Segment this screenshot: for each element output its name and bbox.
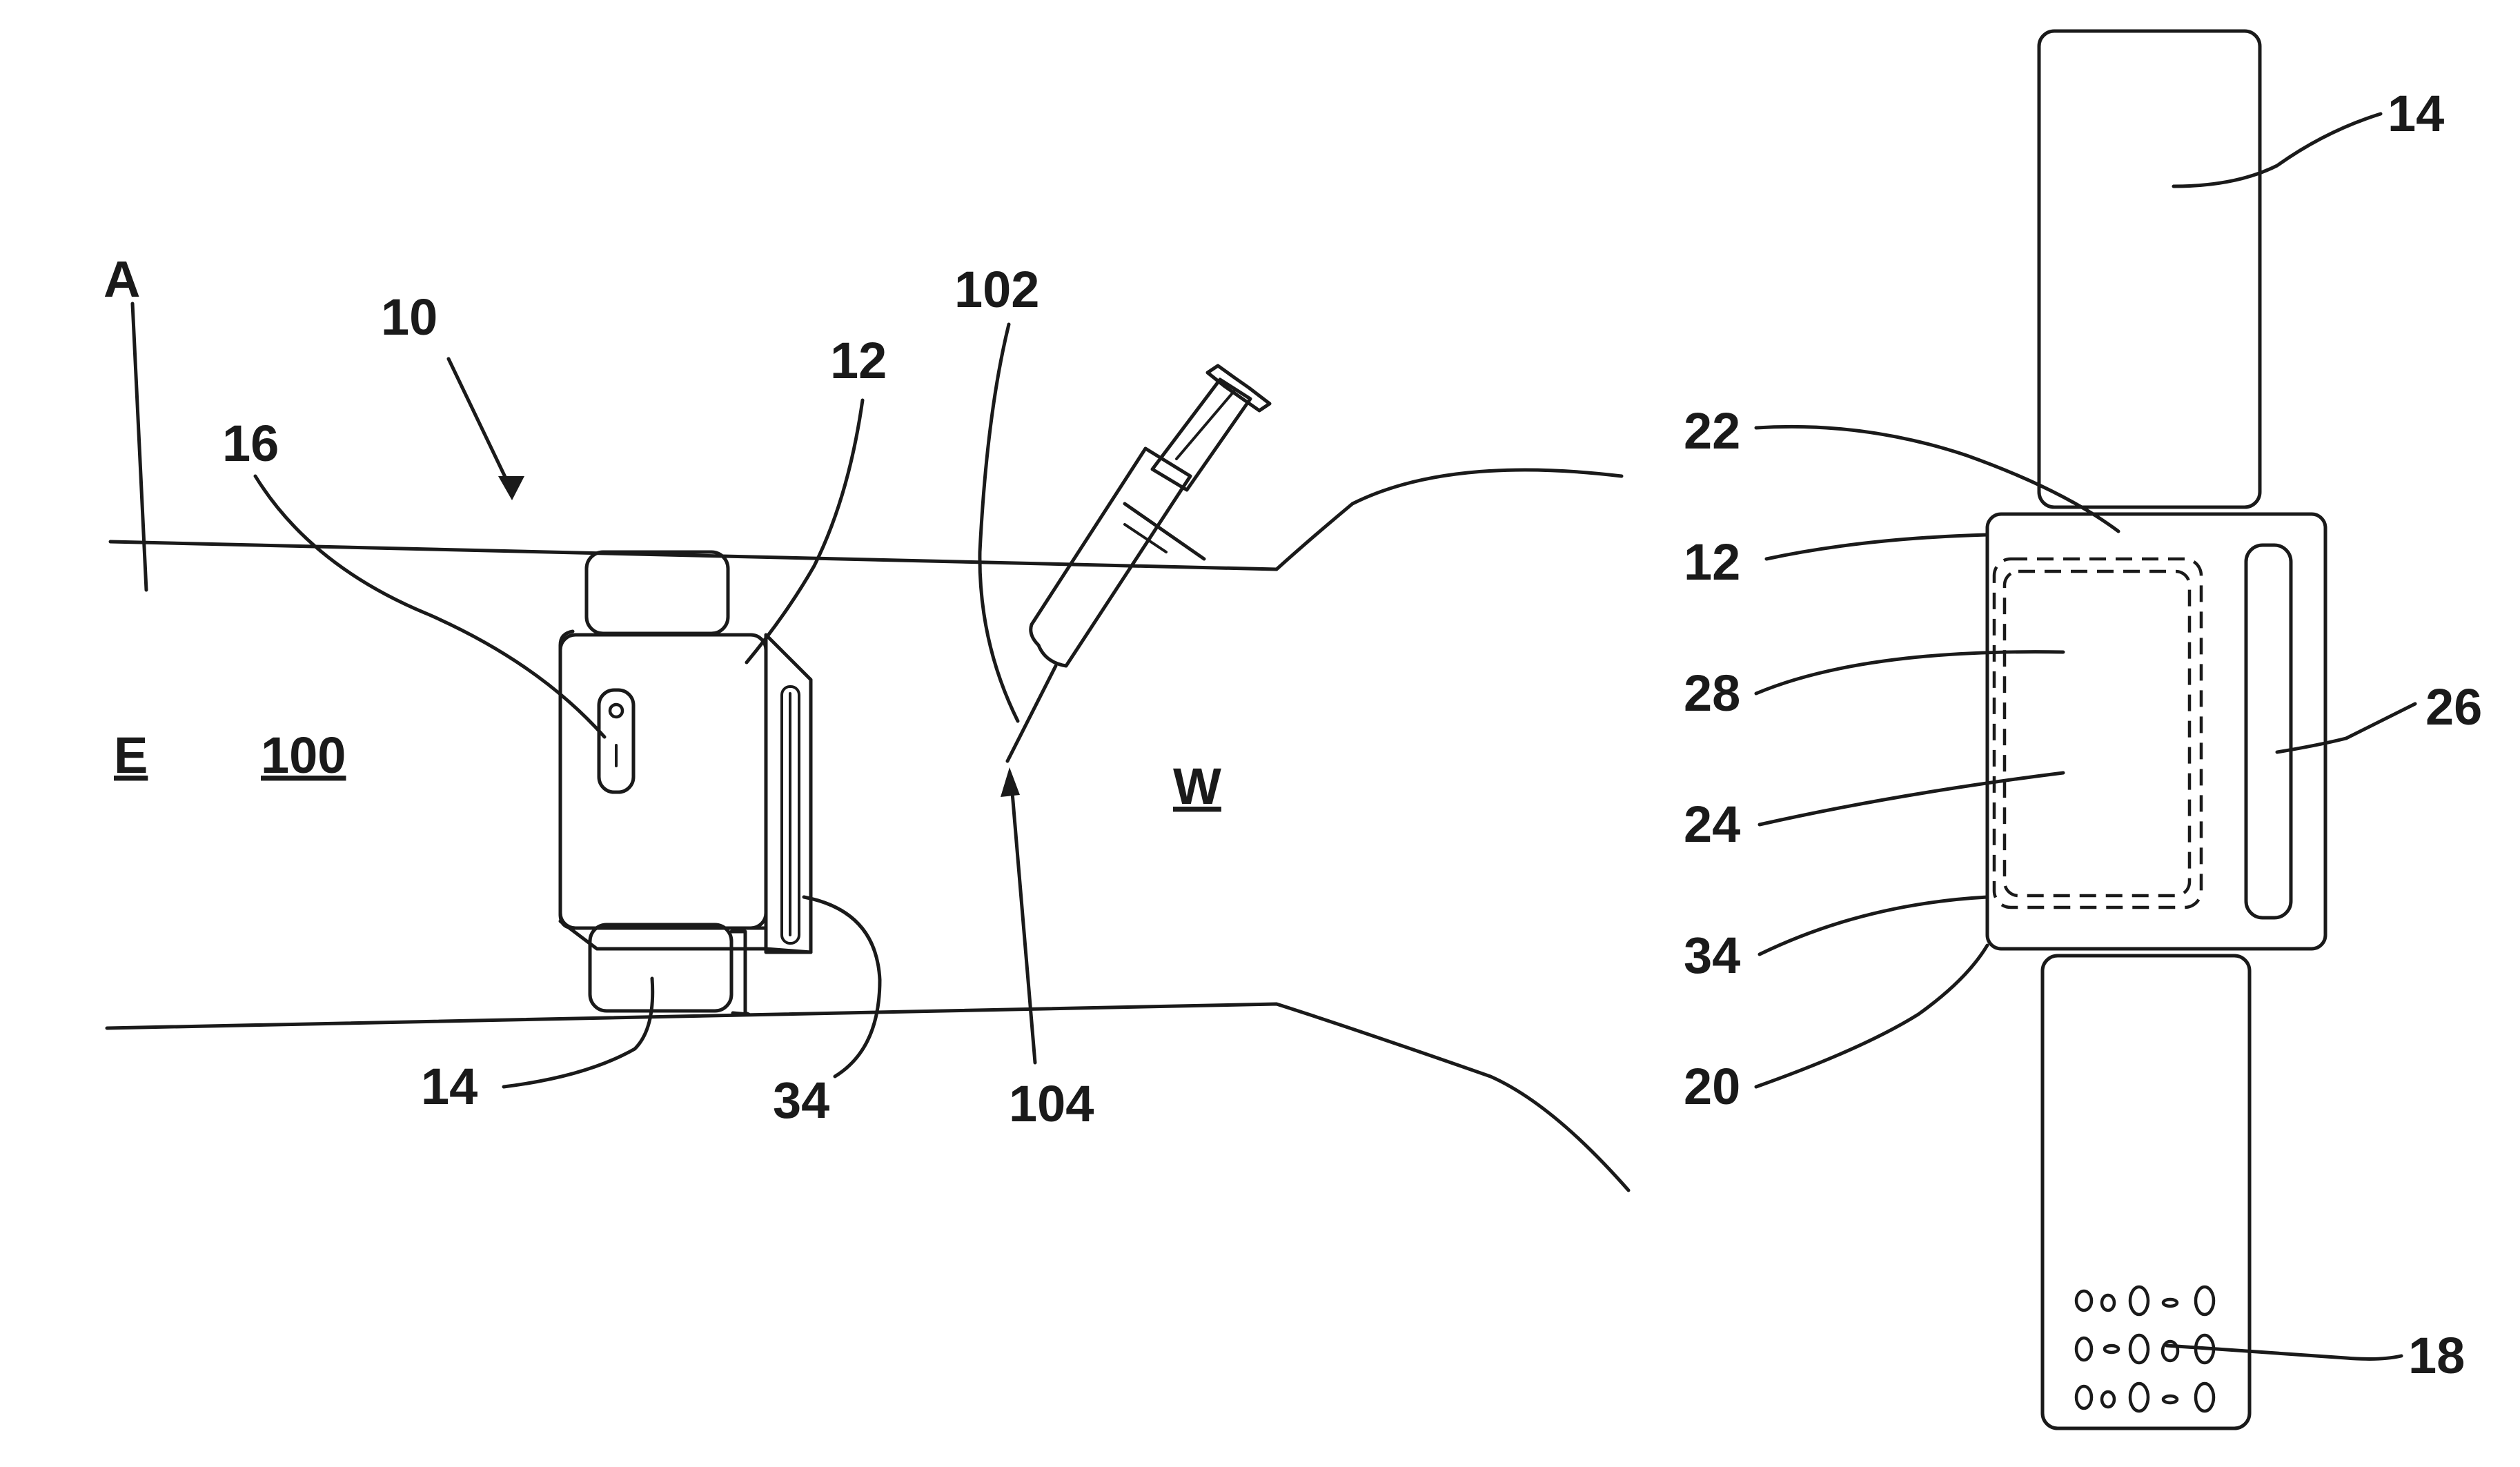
- axis-a-line: [132, 304, 146, 590]
- arm-outline-bottom: [107, 1004, 1628, 1190]
- label-16: 16: [222, 415, 279, 472]
- hole: [2076, 1386, 2091, 1408]
- label-102: 102: [954, 261, 1039, 318]
- hole: [2105, 1346, 2118, 1352]
- label-a: A: [104, 250, 140, 308]
- arrow-104-head: [1001, 767, 1020, 797]
- hole: [2076, 1338, 2091, 1360]
- left-figure: A 10 16 12 102 E 100 W 14 34 104: [104, 250, 1628, 1190]
- housing-top-edge: [560, 631, 766, 928]
- hole: [2076, 1291, 2091, 1310]
- hole: [2196, 1384, 2214, 1411]
- hole: [2163, 1396, 2177, 1403]
- leader-18: [2167, 1346, 2401, 1359]
- upper-strap: [587, 552, 728, 633]
- leader-24: [1760, 773, 2063, 825]
- leader-14: [504, 978, 653, 1087]
- lower-strap: [590, 925, 731, 1011]
- label-34-left: 34: [773, 1072, 829, 1129]
- label-e: E: [114, 727, 148, 784]
- label-22: 22: [1684, 402, 1740, 460]
- label-34-right: 34: [1684, 927, 1740, 984]
- label-12-right: 12: [1684, 533, 1740, 591]
- hole: [2130, 1287, 2148, 1315]
- indicator-dot: [610, 705, 622, 717]
- arrow-104-shaft: [1011, 776, 1035, 1063]
- housing-front: [560, 635, 766, 928]
- hole: [2130, 1335, 2148, 1363]
- label-12: 12: [830, 332, 887, 389]
- label-10: 10: [381, 288, 437, 346]
- hole: [2102, 1392, 2114, 1407]
- label-18: 18: [2408, 1327, 2465, 1384]
- label-14-left: 14: [421, 1058, 478, 1115]
- leader-14-right: [2174, 114, 2381, 186]
- hole: [2102, 1295, 2114, 1310]
- inner-panel-28: [1994, 559, 2201, 907]
- leader-34-right: [1760, 897, 1987, 954]
- right-figure: 14 22 12 28 26 24 34 20 18: [1684, 31, 2482, 1428]
- label-100: 100: [261, 727, 346, 784]
- hole: [2130, 1384, 2148, 1411]
- hole: [2196, 1287, 2214, 1315]
- label-26: 26: [2425, 678, 2482, 736]
- display-24: [2005, 571, 2189, 896]
- housing-body: [1987, 514, 2325, 949]
- hole: [2163, 1299, 2177, 1306]
- leader-28: [1756, 652, 2063, 693]
- label-24: 24: [1684, 796, 1740, 853]
- lower-strap-side: [731, 932, 749, 1014]
- syringe-thumb-rest: [1208, 366, 1270, 411]
- label-w: W: [1173, 758, 1221, 815]
- strap-top: [2039, 31, 2260, 507]
- label-28: 28: [1684, 664, 1740, 722]
- device-arrowhead: [498, 476, 524, 500]
- sensor-lead-curve: [804, 897, 880, 1076]
- leader-20: [1756, 945, 1987, 1087]
- leader-26: [2277, 704, 2415, 752]
- leader-12-right: [1766, 535, 1987, 559]
- arm-outline-top: [110, 470, 1622, 569]
- label-104: 104: [1009, 1075, 1094, 1132]
- leader-102: [980, 324, 1018, 721]
- syringe-barrel: [1031, 449, 1190, 666]
- housing-side-face: [766, 635, 811, 952]
- leader-16: [255, 476, 604, 737]
- device-arrow: [449, 359, 512, 491]
- label-14-right: 14: [2388, 85, 2444, 142]
- leader-12: [747, 400, 863, 662]
- label-20: 20: [1684, 1058, 1740, 1115]
- side-window-26: [2246, 545, 2291, 918]
